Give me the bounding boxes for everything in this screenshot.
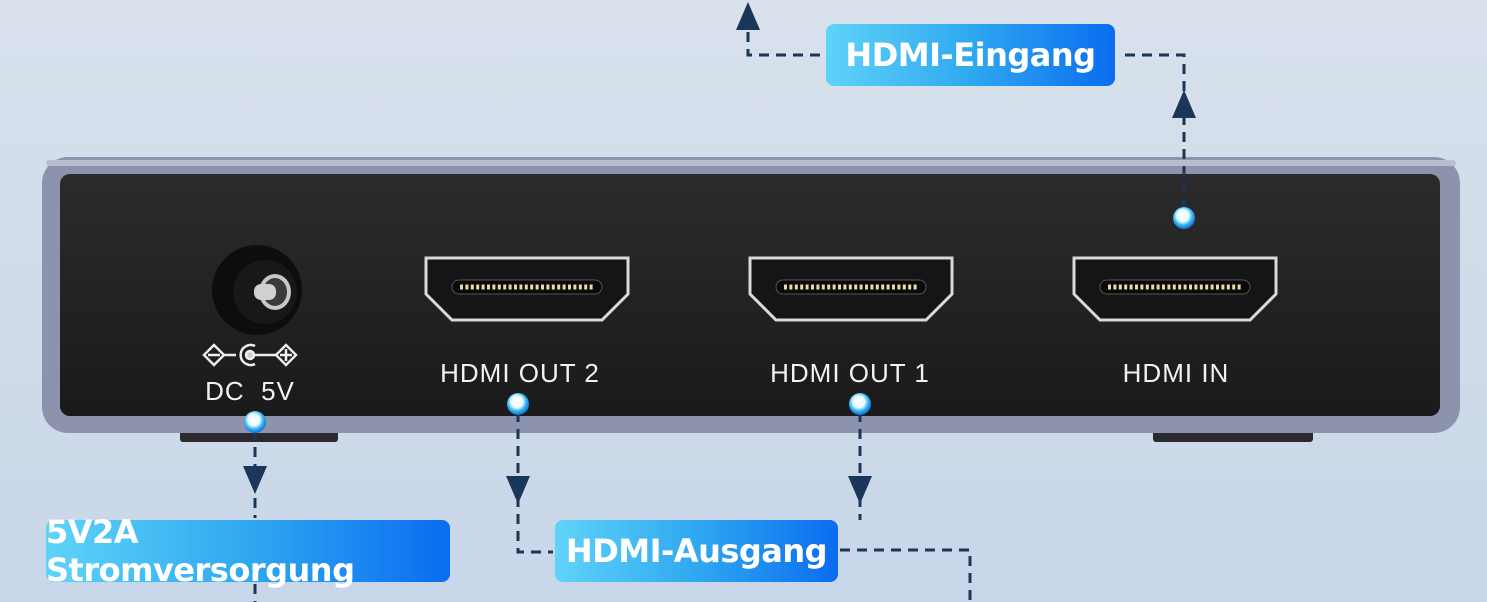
hdmi-in-marker [1173, 207, 1195, 229]
hdmi-input-callout: HDMI-Eingang [826, 24, 1115, 86]
hdmi-output-callout: HDMI-Ausgang [555, 520, 838, 582]
arrow-down-icon [506, 476, 530, 504]
dc-jack [212, 245, 302, 335]
arrow-up-icon [736, 2, 760, 30]
dc-label: DC 5V [205, 376, 295, 406]
arrow-down-icon [243, 466, 267, 494]
arrow-down-icon [848, 476, 872, 504]
hdmi-in-port [1074, 258, 1276, 320]
hdmi-out-1-marker [849, 393, 871, 415]
hdmi-out-1-port [750, 258, 952, 320]
dc-polarity-icon [202, 343, 298, 367]
hdmi-out-2-port [426, 258, 628, 320]
hdmi-out-2-marker [507, 393, 529, 415]
hdmi-out-2-label: HDMI OUT 2 [440, 358, 600, 388]
arrow-icons [243, 2, 1196, 504]
power-callout: 5V2A Stromversorgung [46, 513, 450, 589]
hdmi-out-1-label: HDMI OUT 1 [770, 358, 930, 388]
hdmi-in-label: HDMI IN [1123, 358, 1230, 388]
arrow-up-icon [1172, 90, 1196, 118]
dc-marker [244, 411, 266, 433]
